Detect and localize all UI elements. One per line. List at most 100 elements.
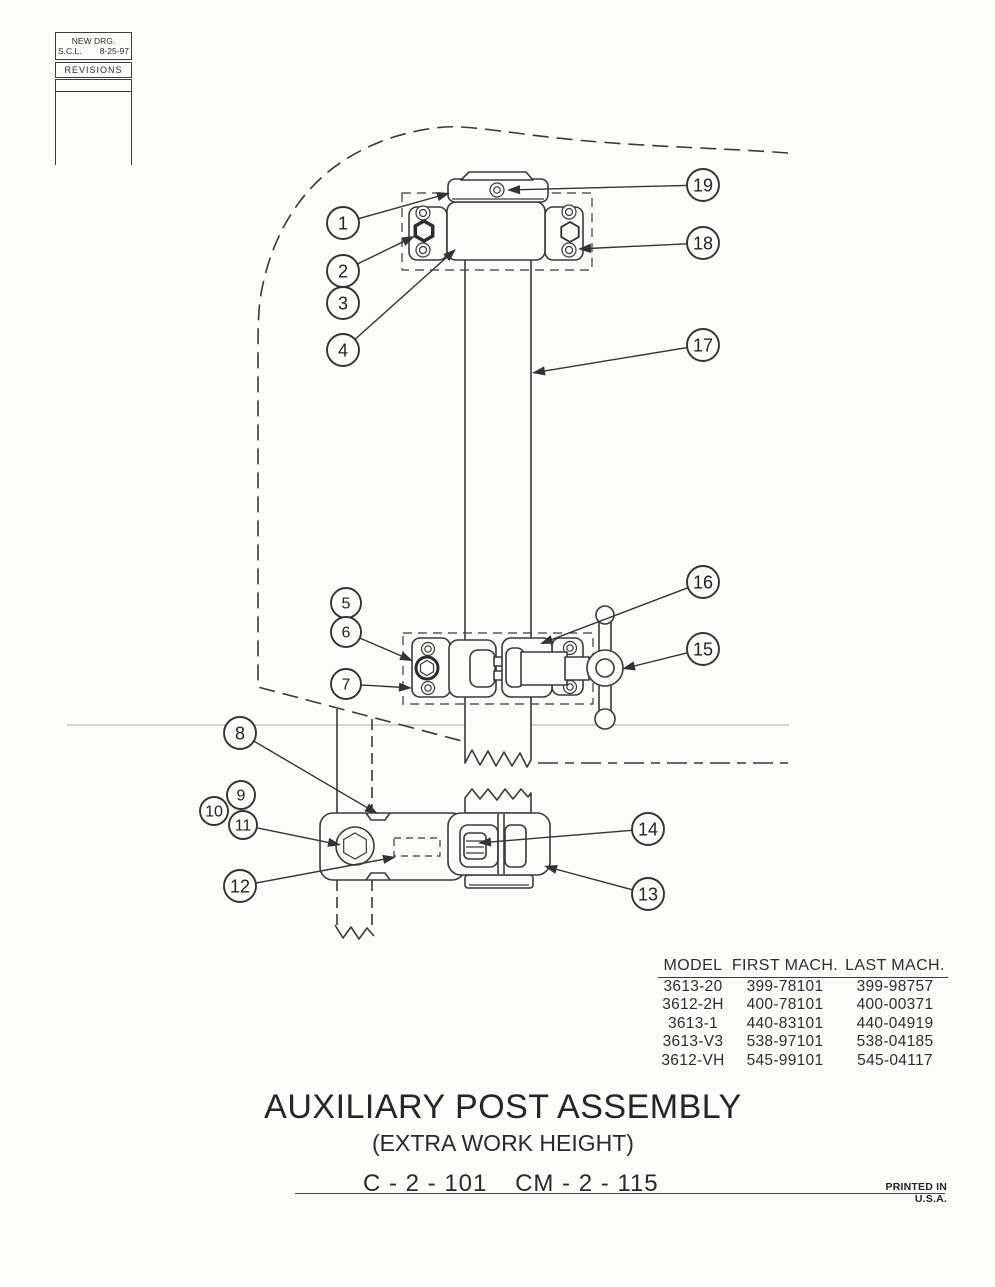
callout-balloon-8: 8	[223, 716, 378, 814]
callout-balloon-15: 15	[622, 632, 720, 671]
callout-circle-10	[199, 796, 229, 826]
callout-arrowhead-18	[578, 243, 592, 253]
callout-number-16: 16	[693, 573, 713, 593]
page-title: AUXILIARY POST ASSEMBLY	[264, 1088, 742, 1126]
callout-circle-7	[330, 668, 362, 700]
callout-number-17: 17	[693, 336, 713, 356]
callout-balloon-16: 16	[540, 565, 720, 644]
revision-date: 8-25-97	[99, 46, 129, 56]
callout-arrowhead-4	[443, 249, 456, 262]
callout-leader-12	[255, 858, 384, 884]
callout-arrowhead-15	[622, 661, 636, 671]
callout-circle-15	[686, 632, 720, 666]
callout-circle-6	[330, 616, 362, 648]
bottom-clamp-assembly	[447, 812, 551, 889]
title-block: AUXILIARY POST ASSEMBLY (EXTRA WORK HEIG…	[0, 1088, 995, 1157]
callout-leader-18	[590, 243, 688, 250]
drawing-numbers: C - 2 - 101 CM - 2 - 115	[363, 1170, 659, 1198]
revision-initials: S.C.L.	[58, 46, 82, 56]
callout-arrowhead-14	[478, 837, 492, 847]
callout-number-3: 3	[338, 294, 348, 314]
top-clamp-assembly	[401, 171, 593, 271]
callout-number-4: 4	[338, 341, 348, 361]
revision-block-stem	[55, 92, 132, 165]
callout-balloon-19: 19	[507, 168, 720, 202]
callout-leader-1	[358, 195, 438, 220]
callout-number-18: 18	[693, 234, 713, 254]
callout-arrowhead-7	[398, 682, 412, 692]
clamp-bolt-head	[463, 832, 487, 860]
t-handle	[520, 605, 624, 730]
lower-bracket-assembly	[319, 812, 466, 881]
callout-number-9: 9	[237, 788, 246, 805]
callout-leader-4	[354, 257, 447, 340]
callout-balloon-11: 11	[228, 810, 341, 847]
callout-number-15: 15	[693, 640, 713, 660]
revision-block: NEW DRG. S.C.L. 8-25-97 REVISIONS	[55, 32, 132, 165]
callout-circle-18	[686, 226, 720, 260]
top-clamp-bolt-left	[413, 218, 435, 244]
callout-balloon-5: 5	[330, 587, 362, 619]
callout-balloon-1: 1	[326, 192, 450, 240]
callout-number-6: 6	[342, 625, 351, 642]
callout-circle-13	[631, 877, 665, 911]
revision-new-drg: NEW DRG.	[71, 36, 116, 46]
callout-circle-3	[326, 286, 360, 320]
callout-circle-12	[223, 869, 257, 903]
callout-number-5: 5	[342, 596, 351, 613]
callout-leader-7	[360, 684, 400, 688]
callout-leader-14	[490, 829, 633, 843]
lower-tube	[334, 709, 375, 940]
callout-balloon-3: 3	[326, 286, 360, 320]
callout-number-2: 2	[338, 262, 348, 282]
callout-arrowhead-2	[401, 236, 415, 246]
callout-leader-2	[357, 241, 404, 265]
callout-number-14: 14	[638, 820, 658, 840]
col-header-first-mach: FIRST MACH.	[731, 957, 839, 974]
model-table-header: MODEL FIRST MACH. LAST MACH.	[658, 957, 948, 978]
callout-balloon-10: 10	[199, 796, 229, 826]
callout-balloon-4: 4	[326, 249, 456, 367]
callout-circle-8	[223, 716, 257, 750]
callout-number-8: 8	[235, 724, 245, 744]
callout-arrowhead-12	[382, 854, 396, 864]
main-post-lower	[464, 788, 532, 814]
callout-balloon-13: 13	[544, 864, 665, 911]
callout-balloon-7: 7	[330, 668, 412, 700]
cap-screw	[489, 182, 505, 198]
middle-clamp-bolt	[414, 655, 440, 681]
callout-leader-19	[519, 184, 688, 191]
callout-circle-17	[686, 328, 720, 362]
callout-circle-19	[686, 168, 720, 202]
callout-balloon-14: 14	[478, 812, 665, 847]
printed-note: PRINTED IN U.S.A.	[885, 1181, 947, 1205]
callout-circle-4	[326, 333, 360, 367]
callout-balloon-12: 12	[223, 854, 396, 903]
callout-balloon-2: 2	[326, 236, 415, 288]
callout-arrowhead-17	[532, 366, 546, 376]
page-subtitle: (EXTRA WORK HEIGHT)	[372, 1130, 634, 1156]
middle-clamp-assembly	[402, 605, 624, 730]
callout-circle-1	[326, 206, 360, 240]
callout-arrowhead-16	[540, 635, 554, 644]
callout-number-7: 7	[342, 677, 351, 694]
callout-balloon-17: 17	[532, 328, 720, 376]
callout-balloon-18: 18	[578, 226, 720, 260]
callout-arrowhead-19	[507, 185, 521, 195]
drawing-number-left: C - 2 - 101	[363, 1170, 488, 1197]
callout-number-12: 12	[230, 877, 250, 897]
hidden-slot	[393, 837, 441, 857]
callout-leader-13	[556, 868, 633, 891]
callout-leader-17	[544, 346, 688, 372]
revision-empty-row	[55, 79, 132, 92]
footer-rule	[295, 1193, 945, 1194]
callout-circle-16	[686, 565, 720, 599]
callout-leader-16	[551, 587, 689, 641]
callout-arrowhead-13	[544, 864, 558, 874]
